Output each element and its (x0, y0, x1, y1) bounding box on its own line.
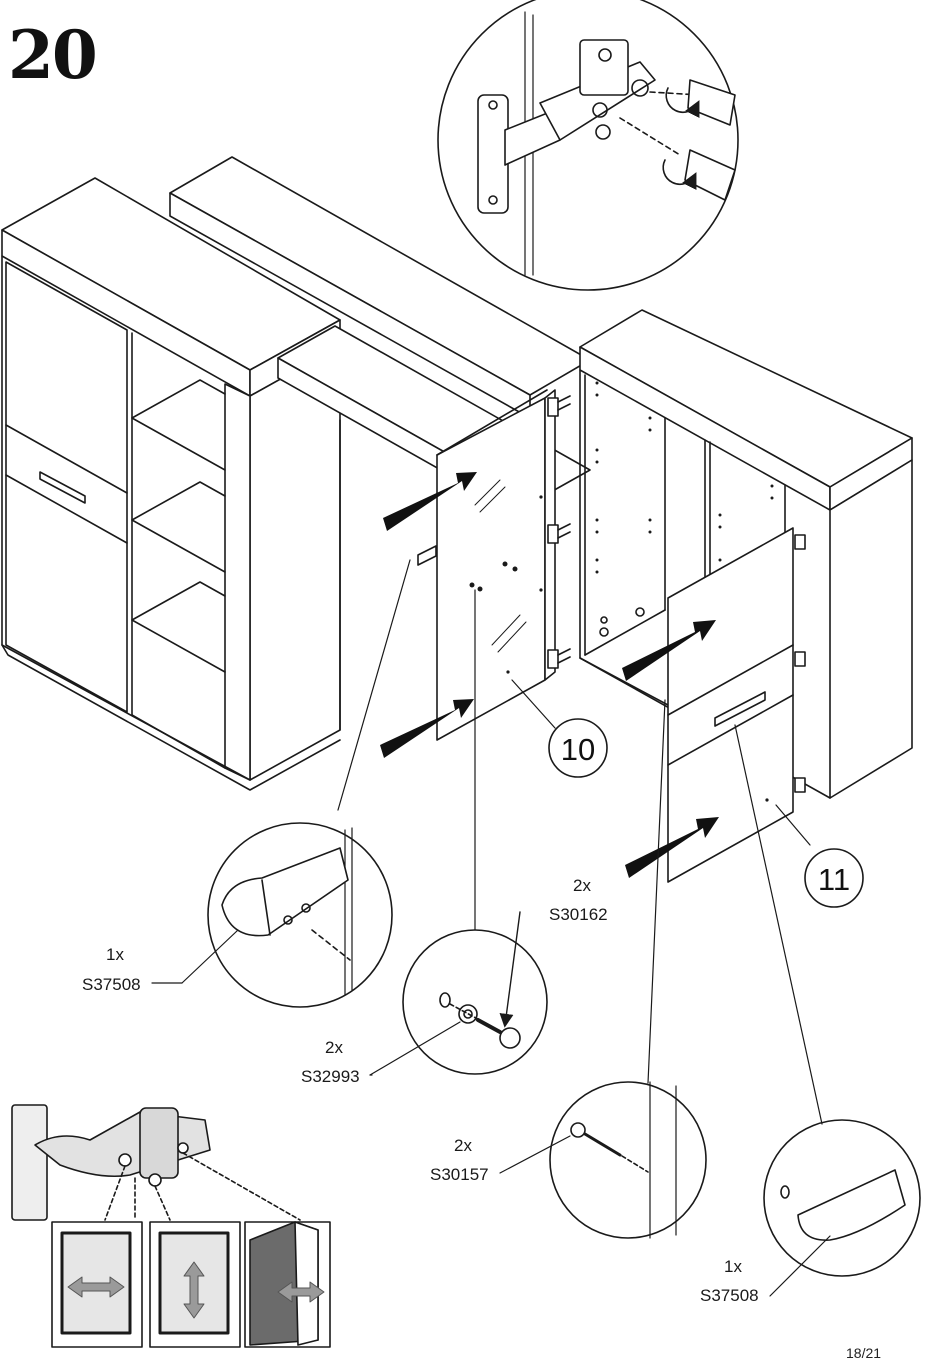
direction-arrows (380, 472, 719, 878)
hardware-qty-screw: 2x (573, 876, 591, 895)
page-indicator: 18/21 (846, 1345, 882, 1361)
part-number-circle-10 (548, 718, 608, 778)
hardware-qty-cam: 2x (325, 1038, 343, 1057)
handle-callout-left (207, 559, 411, 1008)
hinge-adjust-diagram (11, 1104, 331, 1348)
left-cabinet (1, 177, 341, 791)
drawer-door (667, 527, 806, 883)
part-number-10: 10 (560, 732, 596, 767)
hardware-qty-handle-left: 1x (106, 945, 124, 964)
part-number-11: 11 (817, 862, 851, 897)
hardware-code-wood-screw: S30157 (430, 1165, 489, 1184)
hardware-code-handle-right: S37508 (700, 1286, 759, 1305)
hardware-qty-handle-right: 1x (724, 1257, 742, 1276)
right-cabinet (579, 309, 913, 799)
hardware-code-screw: S30162 (549, 905, 608, 924)
part-number-circle-11 (804, 848, 864, 908)
screw-callout (369, 589, 548, 1076)
hardware-code-cam: S32993 (301, 1067, 360, 1086)
hardware-qty-wood-screw: 2x (454, 1136, 472, 1155)
handle-callout-right (734, 724, 921, 1297)
screw-callout-right (499, 699, 707, 1239)
step-number: 20 (8, 16, 98, 94)
hinge-detail-callout (437, 0, 739, 291)
hardware-code-handle-left: S37508 (82, 975, 141, 994)
